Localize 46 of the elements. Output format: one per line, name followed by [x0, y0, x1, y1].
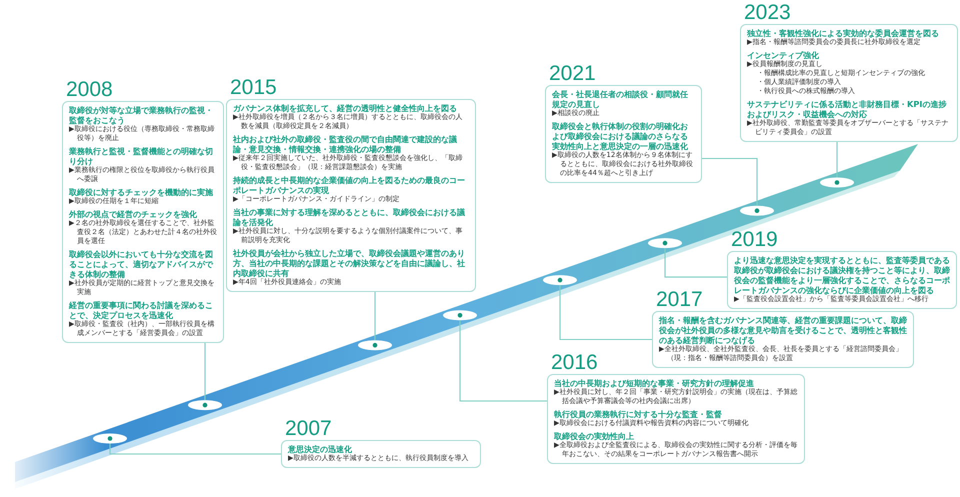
- section-heading: 会長・社長退任者の相談役・顧問就任規定の見直し: [552, 89, 689, 109]
- leader-line: [662, 240, 727, 278]
- year-label: 2016: [551, 352, 598, 373]
- section-heading: 独立性・客観性強化による実効的な委員会運営を図る: [747, 28, 939, 38]
- section-heading: サステナビリティに係る活動と非財務目標・KPIの進捗およびリスク・収益機会への対応: [747, 99, 948, 119]
- year-label: 2015: [230, 77, 277, 98]
- timeline-marker: [358, 340, 392, 350]
- leader-line: [834, 142, 840, 185]
- section-heading: 当社の中長期および短期的な事業・研究方針の理解促進: [554, 378, 754, 388]
- section-heading: 取締役会と執行体制の役割の明確化および取締役会における議論のさらなる実効性向上と意思決定の一層の迅速化: [552, 121, 689, 151]
- year-label: 2019: [731, 229, 778, 250]
- year-label: 2021: [549, 63, 596, 84]
- year-label: 2017: [656, 289, 703, 310]
- section-heading: 執行役員の業務執行に対する十分な監査・監督: [554, 409, 722, 419]
- timeline-marker: [93, 434, 127, 444]
- leader-line: [558, 278, 652, 340]
- leader-line: [202, 343, 208, 408]
- section-heading: 取締役が対等な立場で業務執行の監視・監督をおこなう: [69, 105, 214, 125]
- year-label: 2007: [285, 418, 332, 439]
- section-heading: 業務執行と監視・監督機能との明確な切り分け: [69, 146, 214, 166]
- leader-line: [372, 292, 378, 348]
- leader-line: [108, 436, 281, 455]
- section-heading: より迅速な意思決定を実現するとともに、監査等委員である取締役が取締役会における議決権を持つこと等により、取締役会の監督機能をより一層強化することで、さらなるコーポレートガバナンスの強化ならびに企業価値の向上を図る: [734, 255, 950, 295]
- year-label: 2008: [66, 79, 113, 100]
- timeline-marker: [443, 310, 477, 320]
- section-heading: 外部の視点で経営のチェックを強化: [69, 209, 197, 219]
- section-heading: 社外役員が会社から独立した立場で、取締役会議題や運営のあり方、当社の中長期的な課題とその解決策などを自由に議論し、社内取締役に共有: [233, 248, 466, 278]
- section-heading: 取締役会の実効性向上: [554, 431, 634, 441]
- section-heading: 経営の重要事項に関わる討議を深めることで、決定プロセスを迅速化: [69, 300, 214, 320]
- section-heading: インセンティブ強化: [747, 50, 819, 60]
- section-heading: 意思決定の迅速化: [288, 444, 352, 454]
- section-heading: 取締役会以外においても十分な交流を図ることによって、適切なアドバイスができる体制の整備: [69, 249, 214, 279]
- section-heading: 指名・報酬を含むガバナンス関連等、経営の重要課題について、取締役会が社外役員の多様な意見や助言を受けることで、透明性と客観性のある経営判断につなげる: [659, 315, 907, 345]
- timeline-marker: [740, 206, 774, 216]
- timeline-marker: [543, 275, 577, 286]
- section-heading: 当社の事業に対する理解を深めるとともに、取締役会における議論を活発化: [233, 207, 466, 227]
- year-label: 2023: [744, 2, 791, 23]
- timeline-marker: [648, 238, 682, 248]
- section-heading: 取締役に対するチェックを機動的に実施: [69, 187, 213, 197]
- section-heading: 持続的成長と中長期的な企業価値の向上を図るための最良のコーポレートガバナンスの実現: [233, 175, 466, 195]
- section-heading: ガバナンス体制を拡充して、経営の透明性と健全性向上を図る: [233, 103, 457, 113]
- timeline-marker: [820, 178, 854, 188]
- leader-line: [702, 158, 760, 213]
- leader-line: [458, 313, 547, 402]
- timeline-marker: [188, 400, 222, 410]
- section-heading: 社内および社外の取締役・監査役の間で自由闊達で建設的な議論・意見交換・情報交換・連携強化の場の整備: [233, 134, 458, 154]
